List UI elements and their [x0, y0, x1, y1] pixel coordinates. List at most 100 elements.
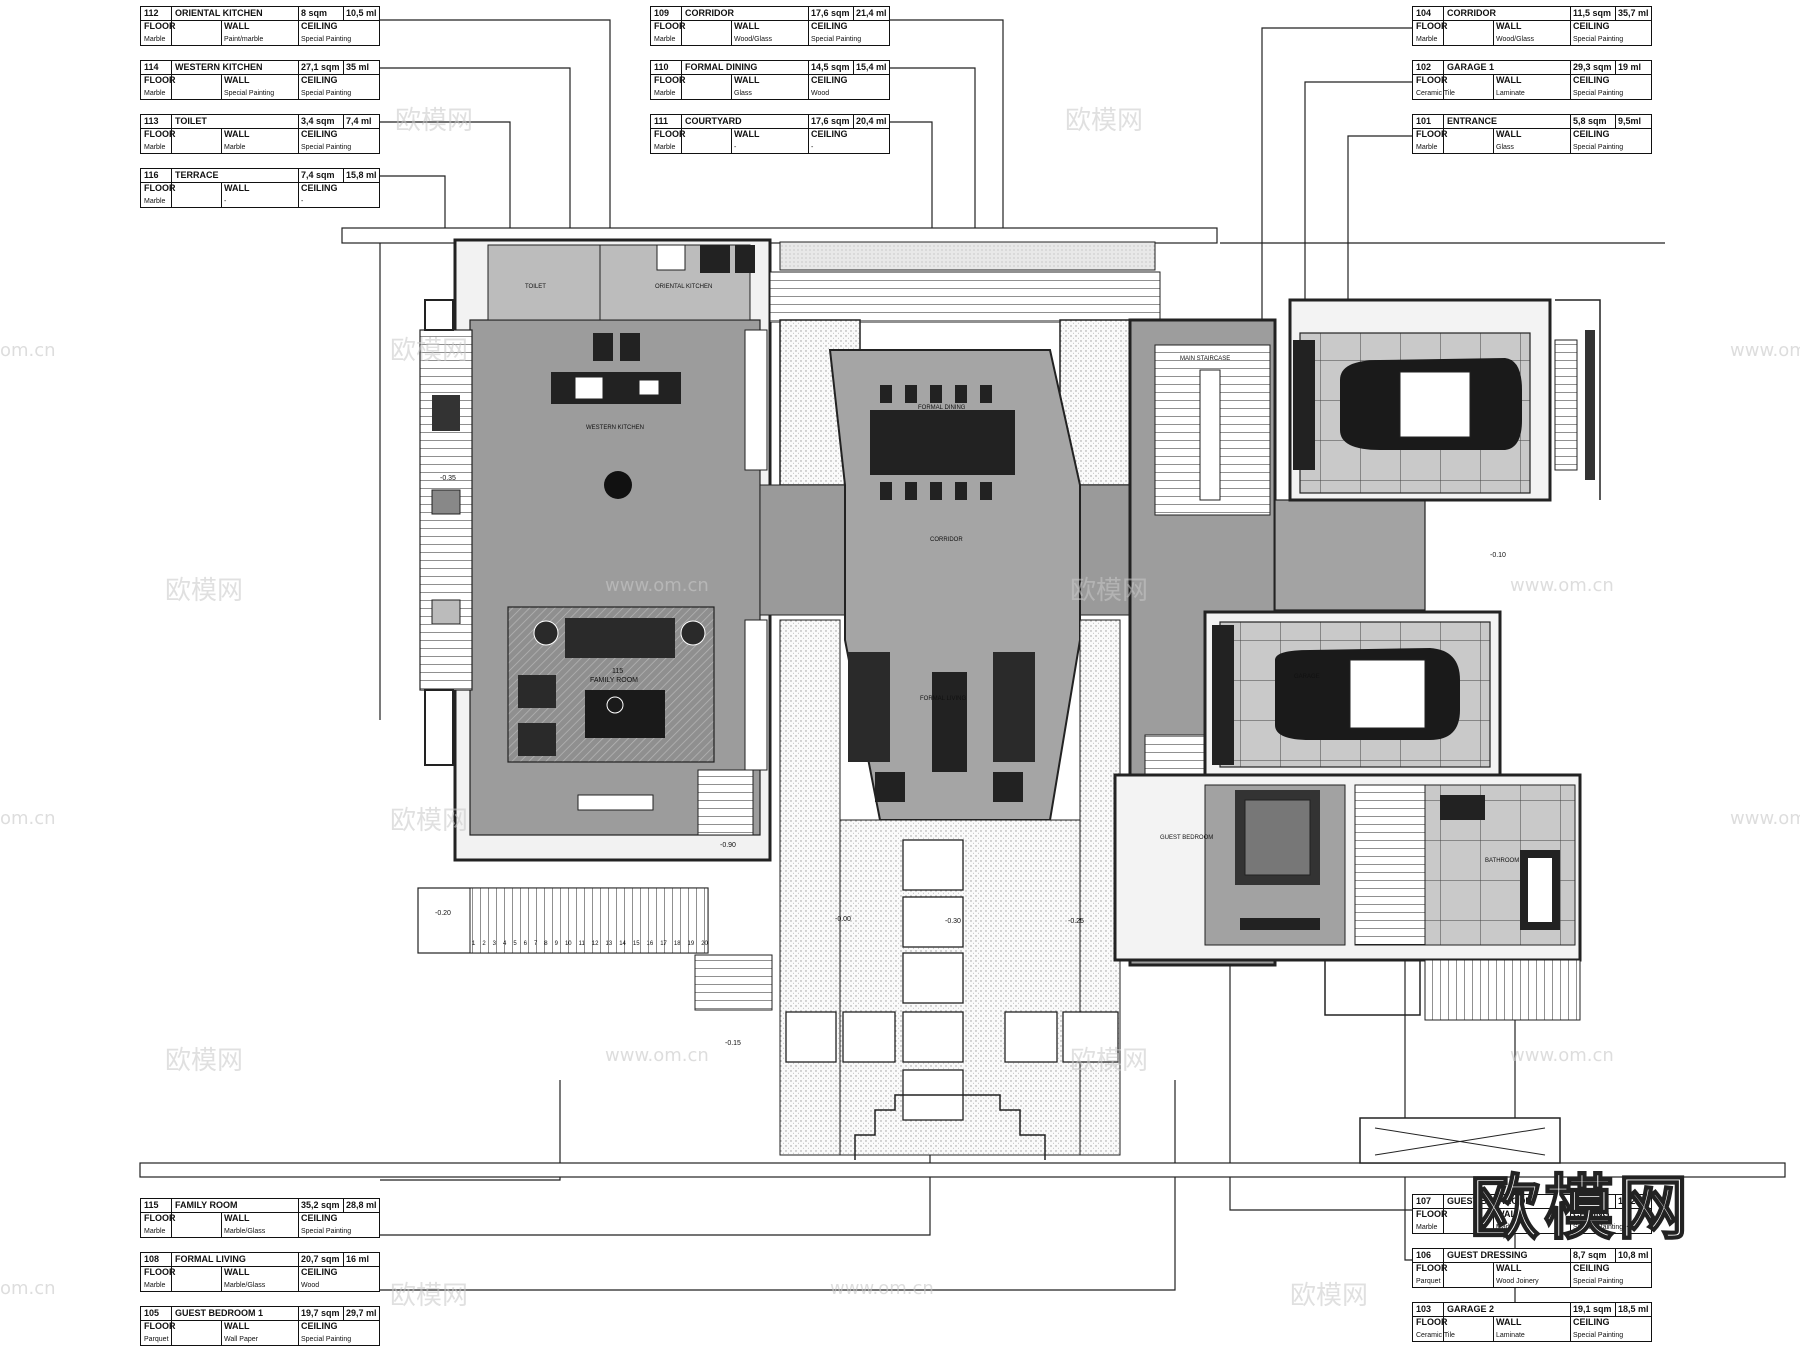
room-number: 113 — [144, 116, 159, 126]
ceiling-header: CEILING — [301, 183, 338, 193]
ceiling-material: Special Painting — [1573, 1332, 1624, 1339]
watermark-url: www.om.cn — [1730, 340, 1800, 361]
step-number: 8 — [544, 941, 548, 947]
room-name: FORMAL DINING — [685, 62, 758, 72]
room-area: 17,6 sqm — [811, 8, 850, 18]
floor-header: FLOOR — [654, 129, 686, 139]
room-number: 111 — [654, 116, 669, 126]
ceiling-header: CEILING — [301, 21, 338, 31]
wall-header: WALL — [224, 21, 250, 31]
room-name: COURTYARD — [685, 116, 742, 126]
step-number: 9 — [554, 941, 558, 947]
wall-material: Laminate — [1496, 90, 1525, 97]
ceiling-material: Special Painting — [301, 1228, 352, 1235]
floor-material: Parquet — [144, 1336, 169, 1343]
wall-header: WALL — [1496, 75, 1522, 85]
floor-material: Marble — [1416, 1224, 1438, 1231]
room-number: 101 — [1416, 116, 1432, 126]
ceiling-material: Special Painting — [301, 144, 352, 151]
wall-header: WALL — [1496, 1209, 1522, 1219]
room-area: 3,4 sqm — [301, 116, 335, 126]
watermark-url: om.cn — [0, 1278, 56, 1299]
floor-header: FLOOR — [144, 129, 176, 139]
wall-header: WALL — [224, 1321, 250, 1331]
ceiling-material: Special Painting — [1573, 144, 1624, 151]
watermark-logo-large: 欧模网 — [1469, 1166, 1692, 1250]
wall-header: WALL — [1496, 1317, 1522, 1327]
room-number: 106 — [1416, 1250, 1432, 1260]
ceiling-header: CEILING — [1573, 1209, 1610, 1219]
wall-header: WALL — [224, 1267, 250, 1277]
room-perimeter: 15,8 ml — [346, 170, 377, 180]
ceiling-header: CEILING — [811, 75, 848, 85]
room-perimeter: 29,7 ml — [346, 1308, 377, 1318]
floor-header: FLOOR — [144, 183, 176, 193]
room-number: 102 — [1416, 62, 1432, 72]
room-area: 17,6 sqm — [811, 116, 850, 126]
room-perimeter: 10,5 ml — [346, 8, 377, 18]
wall-header: WALL — [734, 129, 760, 139]
floor-material: Marble — [144, 1282, 166, 1289]
floor-header: FLOOR — [1416, 21, 1448, 31]
room-name: TERRACE — [175, 170, 219, 180]
ceiling-material: - — [301, 198, 304, 205]
step-number: 5 — [513, 941, 517, 947]
step-number: 4 — [502, 941, 507, 947]
wall-material: Special Painting — [224, 90, 275, 97]
floor-material: Marble — [654, 144, 676, 151]
room-area: 29,3 sqm — [1573, 62, 1612, 72]
floor-header: FLOOR — [144, 75, 176, 85]
floor-header: FLOOR — [1416, 129, 1448, 139]
plan-label-corridor: CORRIDOR — [930, 537, 963, 543]
room-perimeter: 12,2 ml — [1618, 1196, 1649, 1206]
level-marker: -0.20 — [435, 910, 451, 917]
room-perimeter: 16 ml — [346, 1254, 370, 1264]
ceiling-material: Special Painting — [1573, 1224, 1624, 1231]
watermark-url: www.om.cn — [830, 1278, 934, 1299]
wall-header: WALL — [1496, 1263, 1522, 1273]
step-number: 16 — [646, 941, 654, 947]
room-name: FORMAL LIVING — [175, 1254, 246, 1264]
level-marker: -0.15 — [725, 1040, 741, 1047]
ceiling-material: Wood — [811, 90, 830, 97]
garage-2 — [1203, 610, 1502, 779]
step-number: 11 — [578, 941, 585, 947]
floor-header: FLOOR — [144, 1321, 176, 1331]
level-marker: -0.10 — [1490, 552, 1506, 559]
step-number: 10 — [564, 941, 572, 947]
level-marker: -0.25 — [1068, 918, 1084, 925]
room-perimeter: 18,5 ml — [1618, 1304, 1649, 1314]
plan-label-toilet: TOILET — [525, 284, 546, 290]
wall-material: Wood Joinery — [1496, 1278, 1539, 1285]
step-number: 14 — [619, 941, 626, 947]
ceiling-material: Special Painting — [1573, 36, 1624, 43]
left-block — [419, 238, 772, 862]
watermark-logo: 欧模网 — [165, 576, 244, 606]
room-number: 115 — [144, 1200, 159, 1210]
room-area: 19,7 sqm — [301, 1308, 340, 1318]
terrace-steps — [417, 887, 773, 1011]
plan-label-guest-bedroom: GUEST BEDROOM — [1160, 835, 1214, 841]
room-name: GUEST DRESSING — [1447, 1250, 1528, 1260]
level-marker: -0.90 — [720, 842, 736, 849]
wall-header: WALL — [224, 1213, 250, 1223]
floor-material: Marble — [1416, 36, 1438, 43]
floor-material: Ceramic Tile — [1416, 1332, 1455, 1339]
watermark-url: www.om.cn — [1510, 1045, 1614, 1066]
wall-header: WALL — [734, 75, 760, 85]
room-area: 8 sqm — [301, 8, 328, 18]
watermark-logo: 欧模网 — [165, 1046, 244, 1076]
ceiling-material: Special Painting — [301, 36, 352, 43]
step-number: 7 — [533, 941, 538, 947]
ceiling-material: Special Painting — [1573, 1278, 1624, 1285]
wall-material: Wood/Glass — [1496, 36, 1534, 43]
step-number: 18 — [673, 941, 681, 947]
level-marker: -0.30 — [945, 918, 961, 925]
lower-right-frame — [1359, 1117, 1561, 1164]
